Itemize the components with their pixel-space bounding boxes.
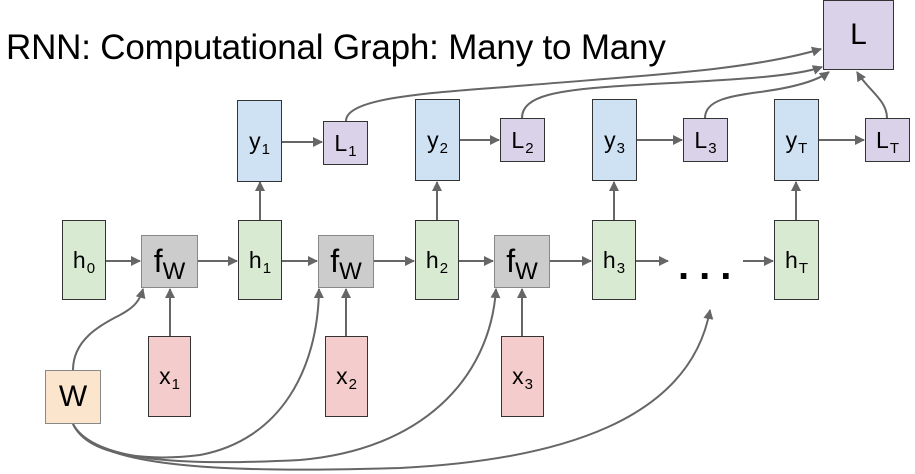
- diagram-title: RNN: Computational Graph: Many to Many: [6, 28, 666, 67]
- edge-L1-L: [345, 46, 822, 122]
- node-subscript: T: [798, 259, 808, 277]
- ellipsis: ...: [678, 244, 742, 288]
- node-label: L: [334, 129, 348, 156]
- node-subscript: W: [515, 257, 538, 285]
- node-subscript: 3: [616, 259, 626, 277]
- node-label: L: [850, 18, 867, 51]
- node-total-loss: L: [823, 0, 894, 70]
- node-label: L: [876, 126, 889, 153]
- node-subscript: 2: [439, 259, 449, 277]
- node-label: h: [248, 246, 262, 273]
- node-label: h: [425, 246, 439, 273]
- edge-L2-L: [521, 65, 823, 119]
- node-label: x: [336, 363, 348, 389]
- node-label: h: [785, 246, 798, 273]
- node-label: L: [511, 126, 525, 153]
- node-label: W: [58, 380, 88, 413]
- edge-W-ellipsis: [72, 309, 714, 471]
- node-subscript: 3: [708, 139, 717, 157]
- node-label: y: [785, 126, 798, 153]
- node-subscript: 1: [261, 140, 270, 158]
- node-subscript: 2: [348, 376, 357, 393]
- node-label: L: [694, 126, 708, 153]
- node-subscript: 2: [525, 139, 534, 157]
- node-label: y: [427, 126, 439, 153]
- edge-LT-L: [856, 71, 888, 119]
- edge-W-fw1: [72, 288, 146, 371]
- node-label: h: [72, 246, 86, 273]
- node-label: f: [330, 243, 340, 279]
- node-subscript: 1: [171, 376, 180, 393]
- node-subscript: 1: [348, 142, 357, 160]
- node-label: y: [604, 126, 616, 153]
- node-label: x: [159, 363, 171, 389]
- edge-W-fw2: [72, 288, 324, 459]
- node-subscript: 2: [439, 139, 448, 157]
- node-label: f: [506, 243, 516, 279]
- node-label: y: [249, 127, 261, 154]
- node-label: f: [153, 243, 163, 279]
- node-subscript: W: [339, 257, 362, 285]
- node-subscript: W: [162, 257, 186, 285]
- node-subscript: 3: [616, 139, 625, 157]
- node-subscript: T: [889, 139, 899, 157]
- edge-W-fw3: [72, 288, 501, 464]
- node-subscript: 0: [86, 259, 96, 277]
- node-label: h: [602, 246, 616, 273]
- node-subscript: T: [798, 139, 808, 157]
- node-subscript: 1: [262, 259, 272, 277]
- node-subscript: 3: [524, 376, 533, 393]
- node-weights: W: [45, 370, 101, 424]
- node-label: x: [512, 363, 524, 389]
- edge-L3-L: [704, 71, 830, 119]
